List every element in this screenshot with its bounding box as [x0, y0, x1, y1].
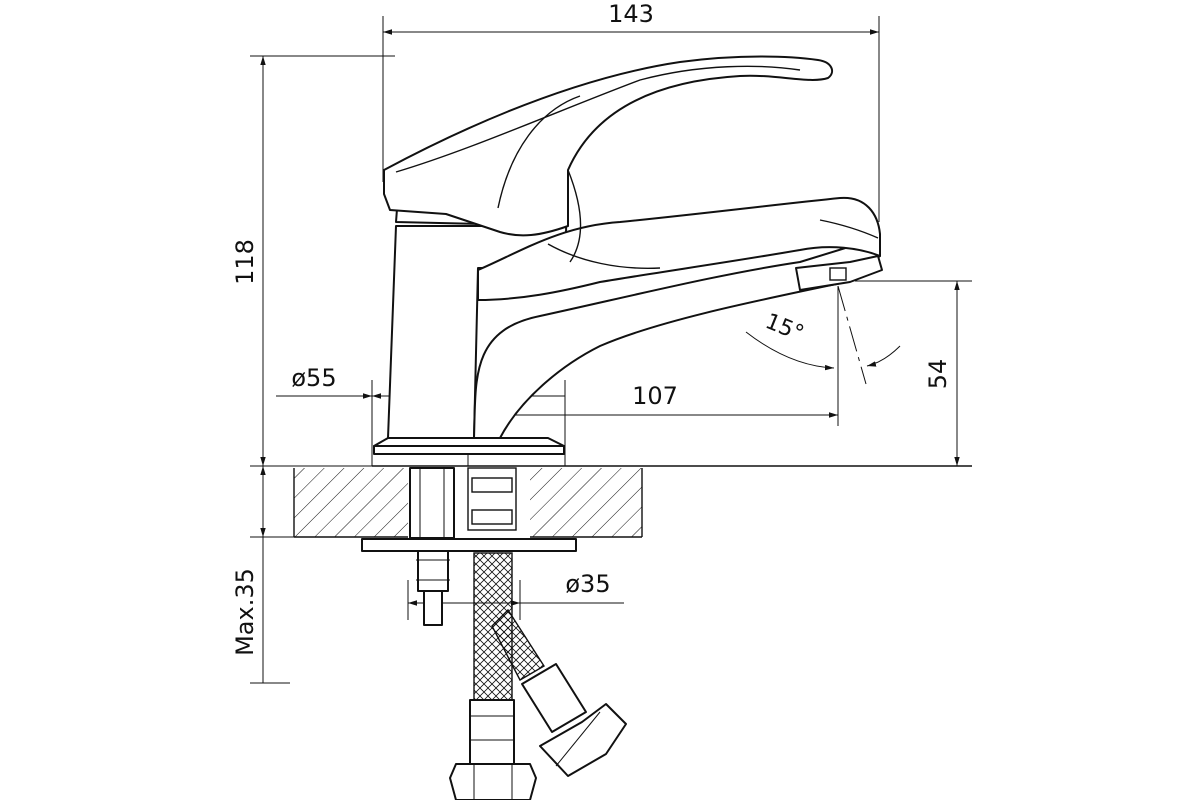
spout-height-label: 54: [924, 359, 952, 390]
dimension-angle: 15°: [745, 285, 901, 385]
dimension-max-thickness: Max.35: [231, 466, 266, 683]
angle-label: 15°: [762, 309, 808, 347]
max-thickness-label: Max.35: [231, 568, 259, 656]
height-label: 118: [231, 239, 259, 285]
dimension-spout-height: 54: [924, 281, 960, 466]
spout-reach-label: 107: [632, 382, 678, 410]
dimension-spout-reach: 107: [468, 382, 838, 418]
mount-diameter-label: ø35: [565, 570, 610, 598]
countertop-section: [293, 465, 972, 538]
lever-handle: [383, 55, 834, 263]
dimension-height: 118: [231, 56, 266, 466]
dimension-width: 143: [383, 0, 879, 35]
supply-hoses: [449, 467, 627, 801]
faucet-body: [373, 196, 883, 455]
width-label: 143: [608, 0, 654, 28]
mounting-hardware: [361, 467, 577, 626]
base-diameter-label: ø55: [291, 364, 336, 392]
